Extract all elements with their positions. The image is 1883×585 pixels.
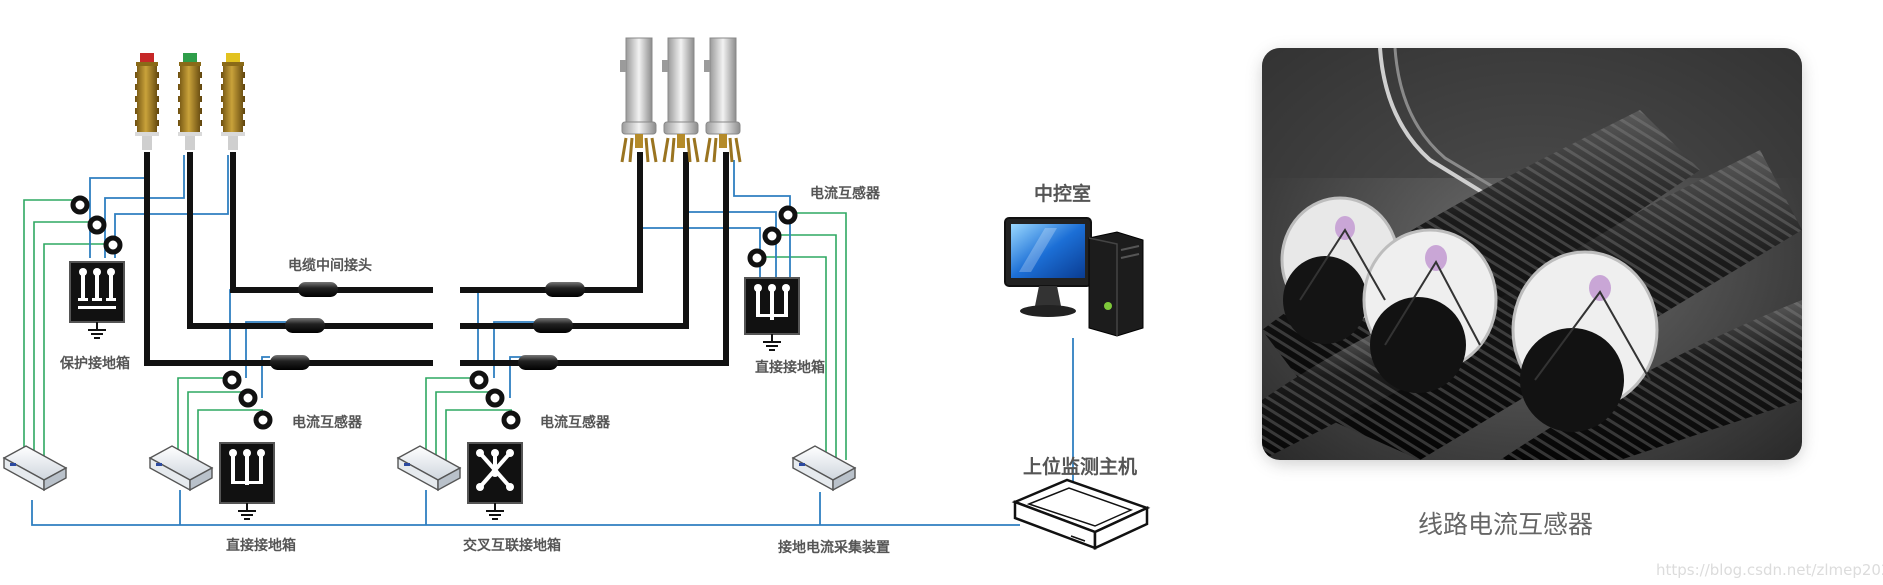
data-collector-icon [2, 445, 68, 492]
porcelain-insulator-icon [178, 53, 202, 150]
left-terminals [135, 53, 245, 150]
label-control-room: 中控室 [1034, 182, 1091, 205]
label-direct-ground-box-bottom: 直接接地箱 [226, 537, 296, 554]
current-transformer-icon [238, 388, 258, 408]
watermark-text: https://blog.csdn.net/zlmep2020 [1656, 561, 1883, 579]
power-cables [144, 152, 729, 366]
current-transformers [70, 195, 798, 430]
cable-joint-icon [298, 282, 338, 297]
current-transformer-icon [778, 205, 798, 225]
porcelain-insulator-icon [135, 53, 159, 150]
label-monitor-host: 上位监测主机 [1023, 455, 1137, 478]
current-transformer-icon [70, 195, 90, 215]
monitor-host-icon [1011, 478, 1151, 550]
cross-bond-box-icon [467, 442, 523, 520]
direct-ground-box-icon [219, 442, 275, 520]
current-transformer-icon [747, 248, 767, 268]
current-transformer-icon [469, 370, 489, 390]
protect-ground-box-icon [69, 261, 125, 339]
cable-joint-icon [270, 355, 310, 370]
cable-joint-icon [518, 355, 558, 370]
data-collector-icon [396, 445, 462, 492]
current-transformer-icon [253, 410, 273, 430]
cable-termination-icon [662, 37, 700, 163]
label-ground-current-device: 接地电流采集装置 [778, 539, 890, 556]
ct-photo: 线路电流互感器 [1262, 48, 1802, 539]
direct-ground-box-icon [744, 277, 800, 351]
current-transformer-icon [103, 235, 123, 255]
diagram-labels: 电缆中间接头 电流互感器 电流互感器 电流互感器 保护接地箱 直接接地箱 直接接… [59, 182, 1137, 556]
label-cable-joint: 电缆中间接头 [288, 257, 372, 274]
cable-joint-icon [533, 318, 573, 333]
label-cross-bond-box: 交叉互联接地箱 [463, 537, 561, 554]
computer-icon [1004, 217, 1144, 337]
cable-joints [270, 282, 585, 370]
ground-wiring [23, 199, 847, 462]
photo-caption: 线路电流互感器 [1418, 510, 1593, 539]
label-ct-center-mid: 电流互感器 [540, 414, 611, 431]
cable-termination-icon [704, 37, 742, 163]
current-transformer-icon [485, 388, 505, 408]
label-ct-right-top: 电流互感器 [810, 185, 881, 202]
data-collector-icon [791, 445, 857, 492]
label-direct-ground-box-right: 直接接地箱 [755, 359, 825, 376]
label-protect-ground-box: 保护接地箱 [59, 355, 130, 372]
current-transformer-icon [762, 226, 782, 246]
right-terminals [620, 37, 742, 163]
current-transformer-icon [222, 370, 242, 390]
cable-joint-icon [545, 282, 585, 297]
cable-joint-icon [285, 318, 325, 333]
porcelain-insulator-icon [221, 53, 245, 150]
data-collector-icon [148, 445, 214, 492]
cable-termination-icon [620, 37, 658, 163]
current-transformer-icon [87, 215, 107, 235]
current-transformer-icon [501, 410, 521, 430]
label-ct-left-mid: 电流互感器 [292, 414, 363, 431]
